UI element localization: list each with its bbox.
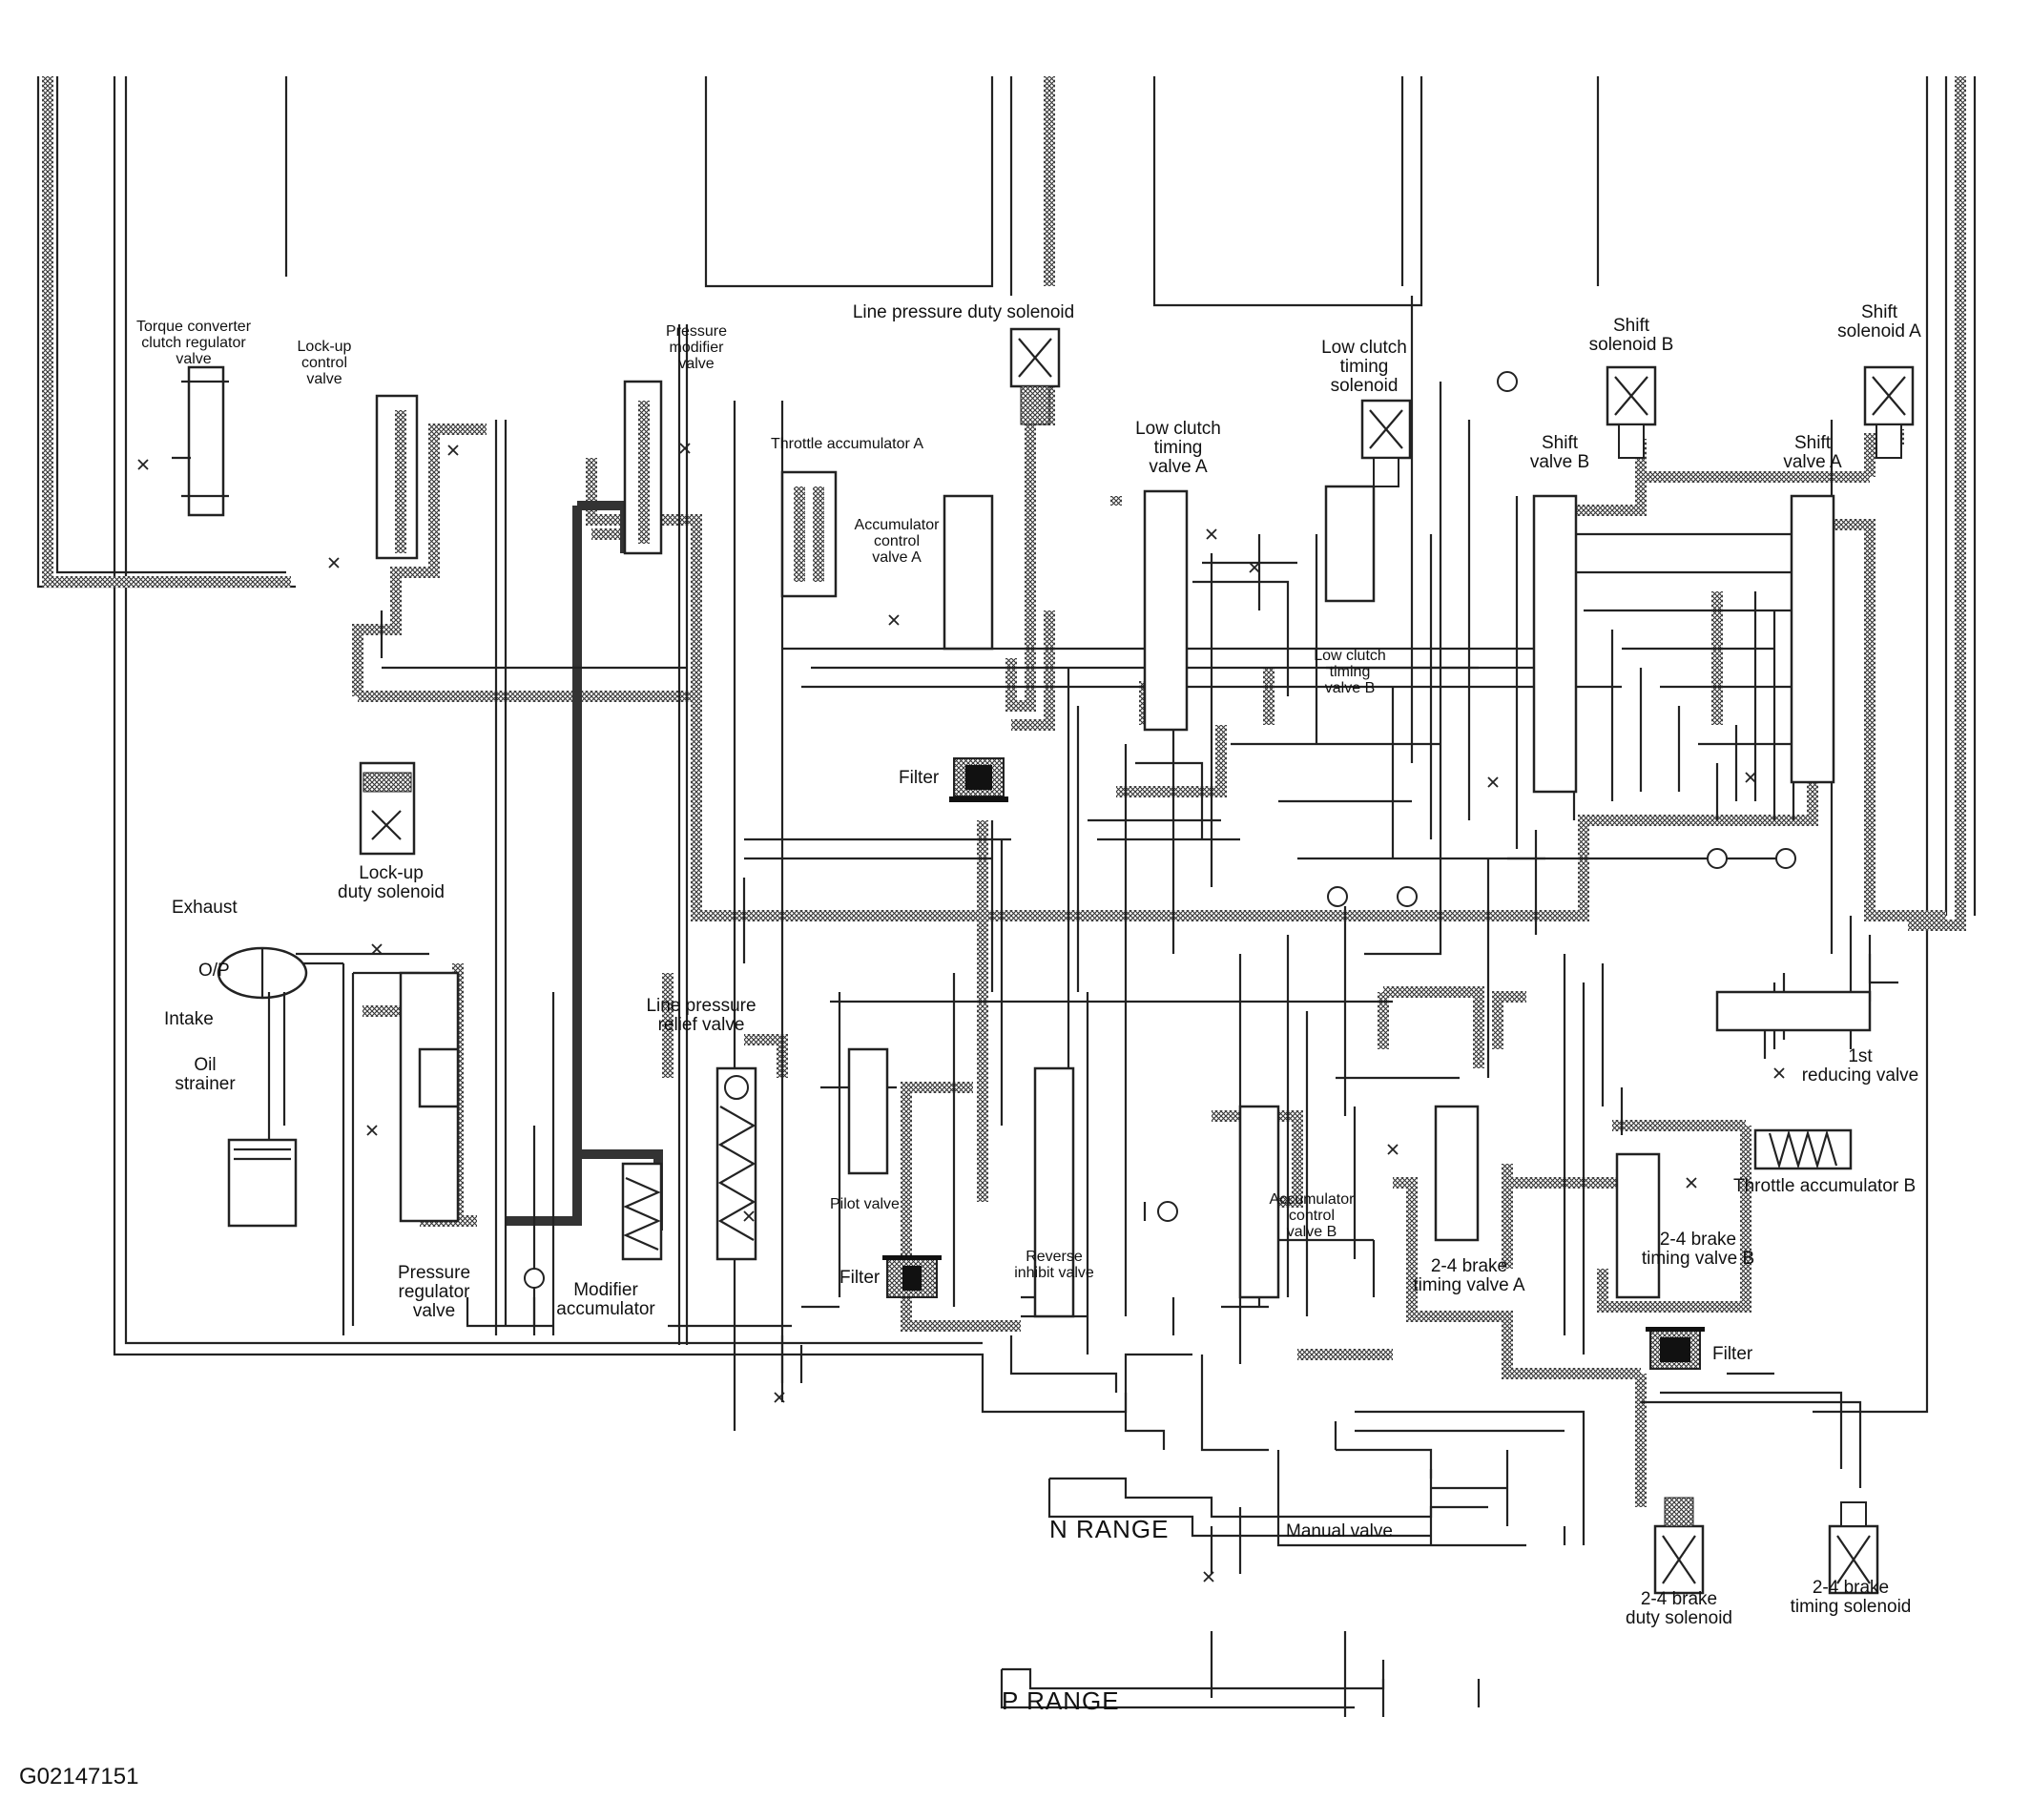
label-low-clutch-timing-valve-b: Low clutch timing valve B: [1314, 648, 1386, 696]
label-oil-strainer: Oil strainer: [175, 1055, 236, 1094]
label-filter-middle: Filter: [839, 1268, 881, 1288]
label-pressure-modifier-valve: Pressure modifier valve: [665, 323, 728, 372]
label-throttle-accumulator-b: Throttle accumulator B: [1733, 1176, 1917, 1196]
line-pressure-duty-solenoid-shape: [1009, 327, 1061, 425]
label-filter-top: Filter: [899, 768, 940, 788]
solenoids: [1009, 327, 1915, 1595]
hatched-channel-left: [42, 76, 291, 588]
label-shift-valve-b: Shift valve B: [1529, 433, 1590, 472]
label-2-4-brake-timing-solenoid: 2-4 brake timing solenoid: [1790, 1578, 1912, 1617]
label-2-4-brake-timing-valve-a: 2-4 brake timing valve A: [1413, 1256, 1525, 1295]
label-throttle-accumulator-a: Throttle accumulator A: [771, 436, 924, 452]
2-4-brake-duty-solenoid-shape: [1653, 1497, 1705, 1595]
label-lock-up-duty-solenoid: Lock-up duty solenoid: [338, 863, 445, 902]
label-2-4-brake-duty-solenoid: 2-4 brake duty solenoid: [1626, 1589, 1732, 1628]
label-shift-solenoid-a: Shift solenoid A: [1837, 302, 1921, 341]
label-shift-solenoid-b: Shift solenoid B: [1588, 316, 1674, 355]
hydraulic-lines: [296, 296, 1898, 1574]
label-low-clutch-timing-valve-a: Low clutch timing valve A: [1135, 419, 1221, 477]
label-torque-converter-clutch-regulator-valve: Torque converter clutch regulator valve: [135, 319, 252, 367]
label-reverse-inhibit-valve: Reverse inhibit valve: [1014, 1249, 1094, 1281]
figure-id: G02147151: [19, 1764, 139, 1789]
label-line-pressure-relief-valve: Line pressure relief valve: [646, 996, 756, 1035]
label-low-clutch-timing-solenoid: Low clutch timing solenoid: [1321, 338, 1407, 396]
shift-solenoid-a-shape: [1863, 365, 1915, 459]
label-manual-valve: Manual valve: [1286, 1521, 1393, 1541]
check-balls: [524, 371, 1796, 1289]
label-accumulator-control-valve-a: Accumulator control valve A: [854, 517, 940, 566]
label-p-range: P RANGE: [1002, 1686, 1120, 1715]
label-exhaust: Exhaust: [172, 898, 238, 918]
low-clutch-timing-solenoid-shape: [1360, 399, 1412, 487]
label-pressure-regulator-valve: Pressure regulator valve: [397, 1263, 471, 1321]
label-line-pressure-duty-solenoid: Line pressure duty solenoid: [852, 302, 1075, 322]
label-pilot-valve: Pilot valve: [830, 1196, 900, 1212]
label-1st-reducing-valve: 1st reducing valve: [1801, 1046, 1919, 1086]
shift-solenoid-b-shape: [1606, 365, 1657, 459]
dark-pressure-line: [506, 501, 663, 1231]
hatched-channel-right: [1908, 76, 1966, 931]
exhaust-marks: [137, 443, 1785, 1582]
label-accumulator-control-valve-b: Accumulator control valve B: [1269, 1191, 1355, 1240]
filters: [882, 757, 1705, 1370]
label-intake: Intake: [164, 1009, 214, 1029]
label-n-range: N RANGE: [1049, 1515, 1170, 1543]
label-filter-bottom: Filter: [1712, 1344, 1753, 1364]
outer-frame-lines: [36, 76, 1977, 1414]
label-modifier-accumulator: Modifier accumulator: [556, 1280, 655, 1319]
label-2-4-brake-timing-valve-b: 2-4 brake timing valve B: [1641, 1230, 1755, 1269]
2-4-brake-timing-solenoid-shape: [1828, 1501, 1879, 1595]
valve-bodies: [172, 365, 1872, 1717]
label-lock-up-control-valve: Lock-up control valve: [297, 339, 352, 387]
label-shift-valve-a: Shift valve A: [1783, 433, 1842, 472]
label-op: O/P: [198, 961, 230, 981]
